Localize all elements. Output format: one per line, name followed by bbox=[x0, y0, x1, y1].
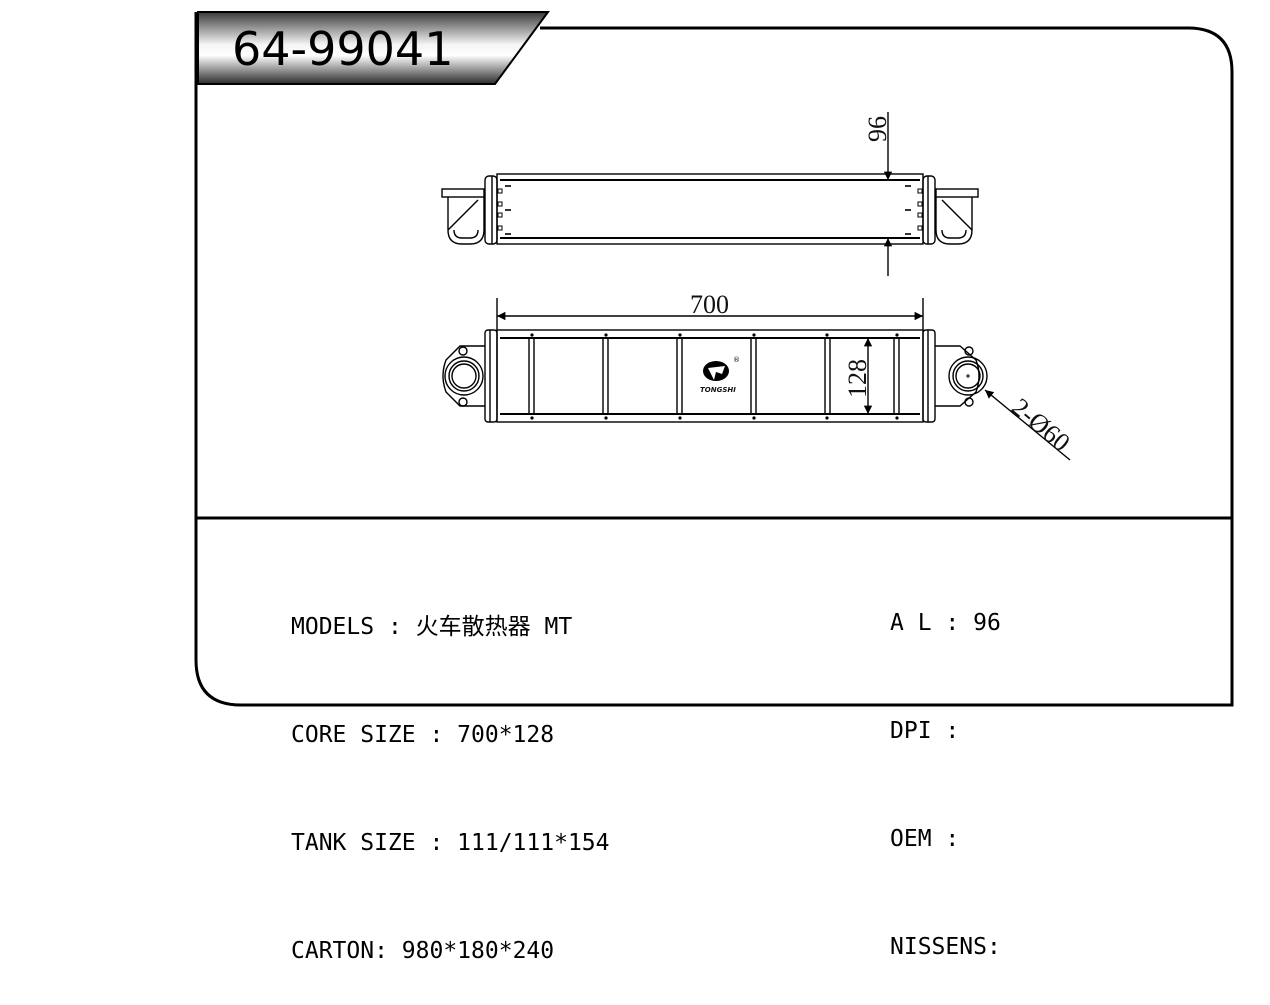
spec-value: 980*180*240 bbox=[401, 938, 555, 964]
core-height-dimension: 128 bbox=[843, 359, 872, 398]
spec-separator: : bbox=[931, 718, 974, 744]
spec-label: MODELS bbox=[291, 614, 375, 640]
outer-frame bbox=[194, 12, 1234, 707]
spec-list-left: MODELS : 火车散热器 MT CORE SIZE : 700*128 TA… bbox=[291, 537, 610, 1005]
spec-row-core-size: CORE SIZE : 700*128 bbox=[291, 717, 610, 753]
spec-row-carton: CARTON: 980*180*240 bbox=[291, 933, 610, 969]
spec-value: 火车散热器 MT bbox=[415, 614, 573, 640]
technical-drawing-sheet: 64-99041 bbox=[194, 11, 1234, 707]
registered-mark: ® bbox=[733, 356, 740, 364]
spec-separator: : bbox=[415, 830, 458, 856]
core-width-dimension: 700 bbox=[690, 290, 729, 319]
port-dimension: 2-Ø60 bbox=[1006, 392, 1076, 457]
title-tab: 64-99041 bbox=[197, 11, 550, 85]
spec-label: CORE SIZE bbox=[291, 722, 416, 748]
logo-mark-icon bbox=[703, 361, 729, 381]
spec-row-al: A L : 96 bbox=[890, 605, 1001, 641]
spec-label: A L bbox=[890, 610, 932, 636]
thickness-dimension: 96 bbox=[863, 116, 892, 142]
spec-row-nissens: NISSENS: bbox=[890, 929, 1001, 965]
front-view bbox=[442, 298, 1071, 461]
part-number: 64-99041 bbox=[232, 22, 453, 76]
spec-separator: : bbox=[931, 610, 974, 636]
spec-label: TANK SIZE bbox=[291, 830, 416, 856]
spec-separator: : bbox=[415, 722, 458, 748]
spec-row-models: MODELS : 火车散热器 MT bbox=[291, 609, 610, 645]
tongshi-logo: ® TONGSHI bbox=[700, 356, 740, 394]
spec-separator: : bbox=[374, 614, 416, 640]
spec-value: 700*128 bbox=[457, 722, 555, 748]
spec-list-right: A L : 96 DPI : OEM : NISSENS: bbox=[890, 533, 1001, 1001]
spec-label: CARTON bbox=[291, 938, 375, 964]
spec-label: NISSENS bbox=[890, 934, 987, 960]
spec-label: DPI bbox=[890, 718, 932, 744]
spec-row-tank-size: TANK SIZE : 111/111*154 bbox=[291, 825, 610, 861]
spec-value: 96 bbox=[973, 610, 1001, 636]
spec-separator: : bbox=[931, 826, 974, 852]
top-view bbox=[441, 112, 979, 276]
spec-value: 111/111*154 bbox=[457, 830, 610, 856]
spec-row-dpi: DPI : bbox=[890, 713, 1001, 749]
spec-row-oem: OEM : bbox=[890, 821, 1001, 857]
spec-separator: : bbox=[986, 934, 1001, 960]
logo-brand-text: TONGSHI bbox=[700, 386, 736, 394]
spec-separator: : bbox=[374, 938, 402, 964]
spec-label: OEM bbox=[890, 826, 932, 852]
